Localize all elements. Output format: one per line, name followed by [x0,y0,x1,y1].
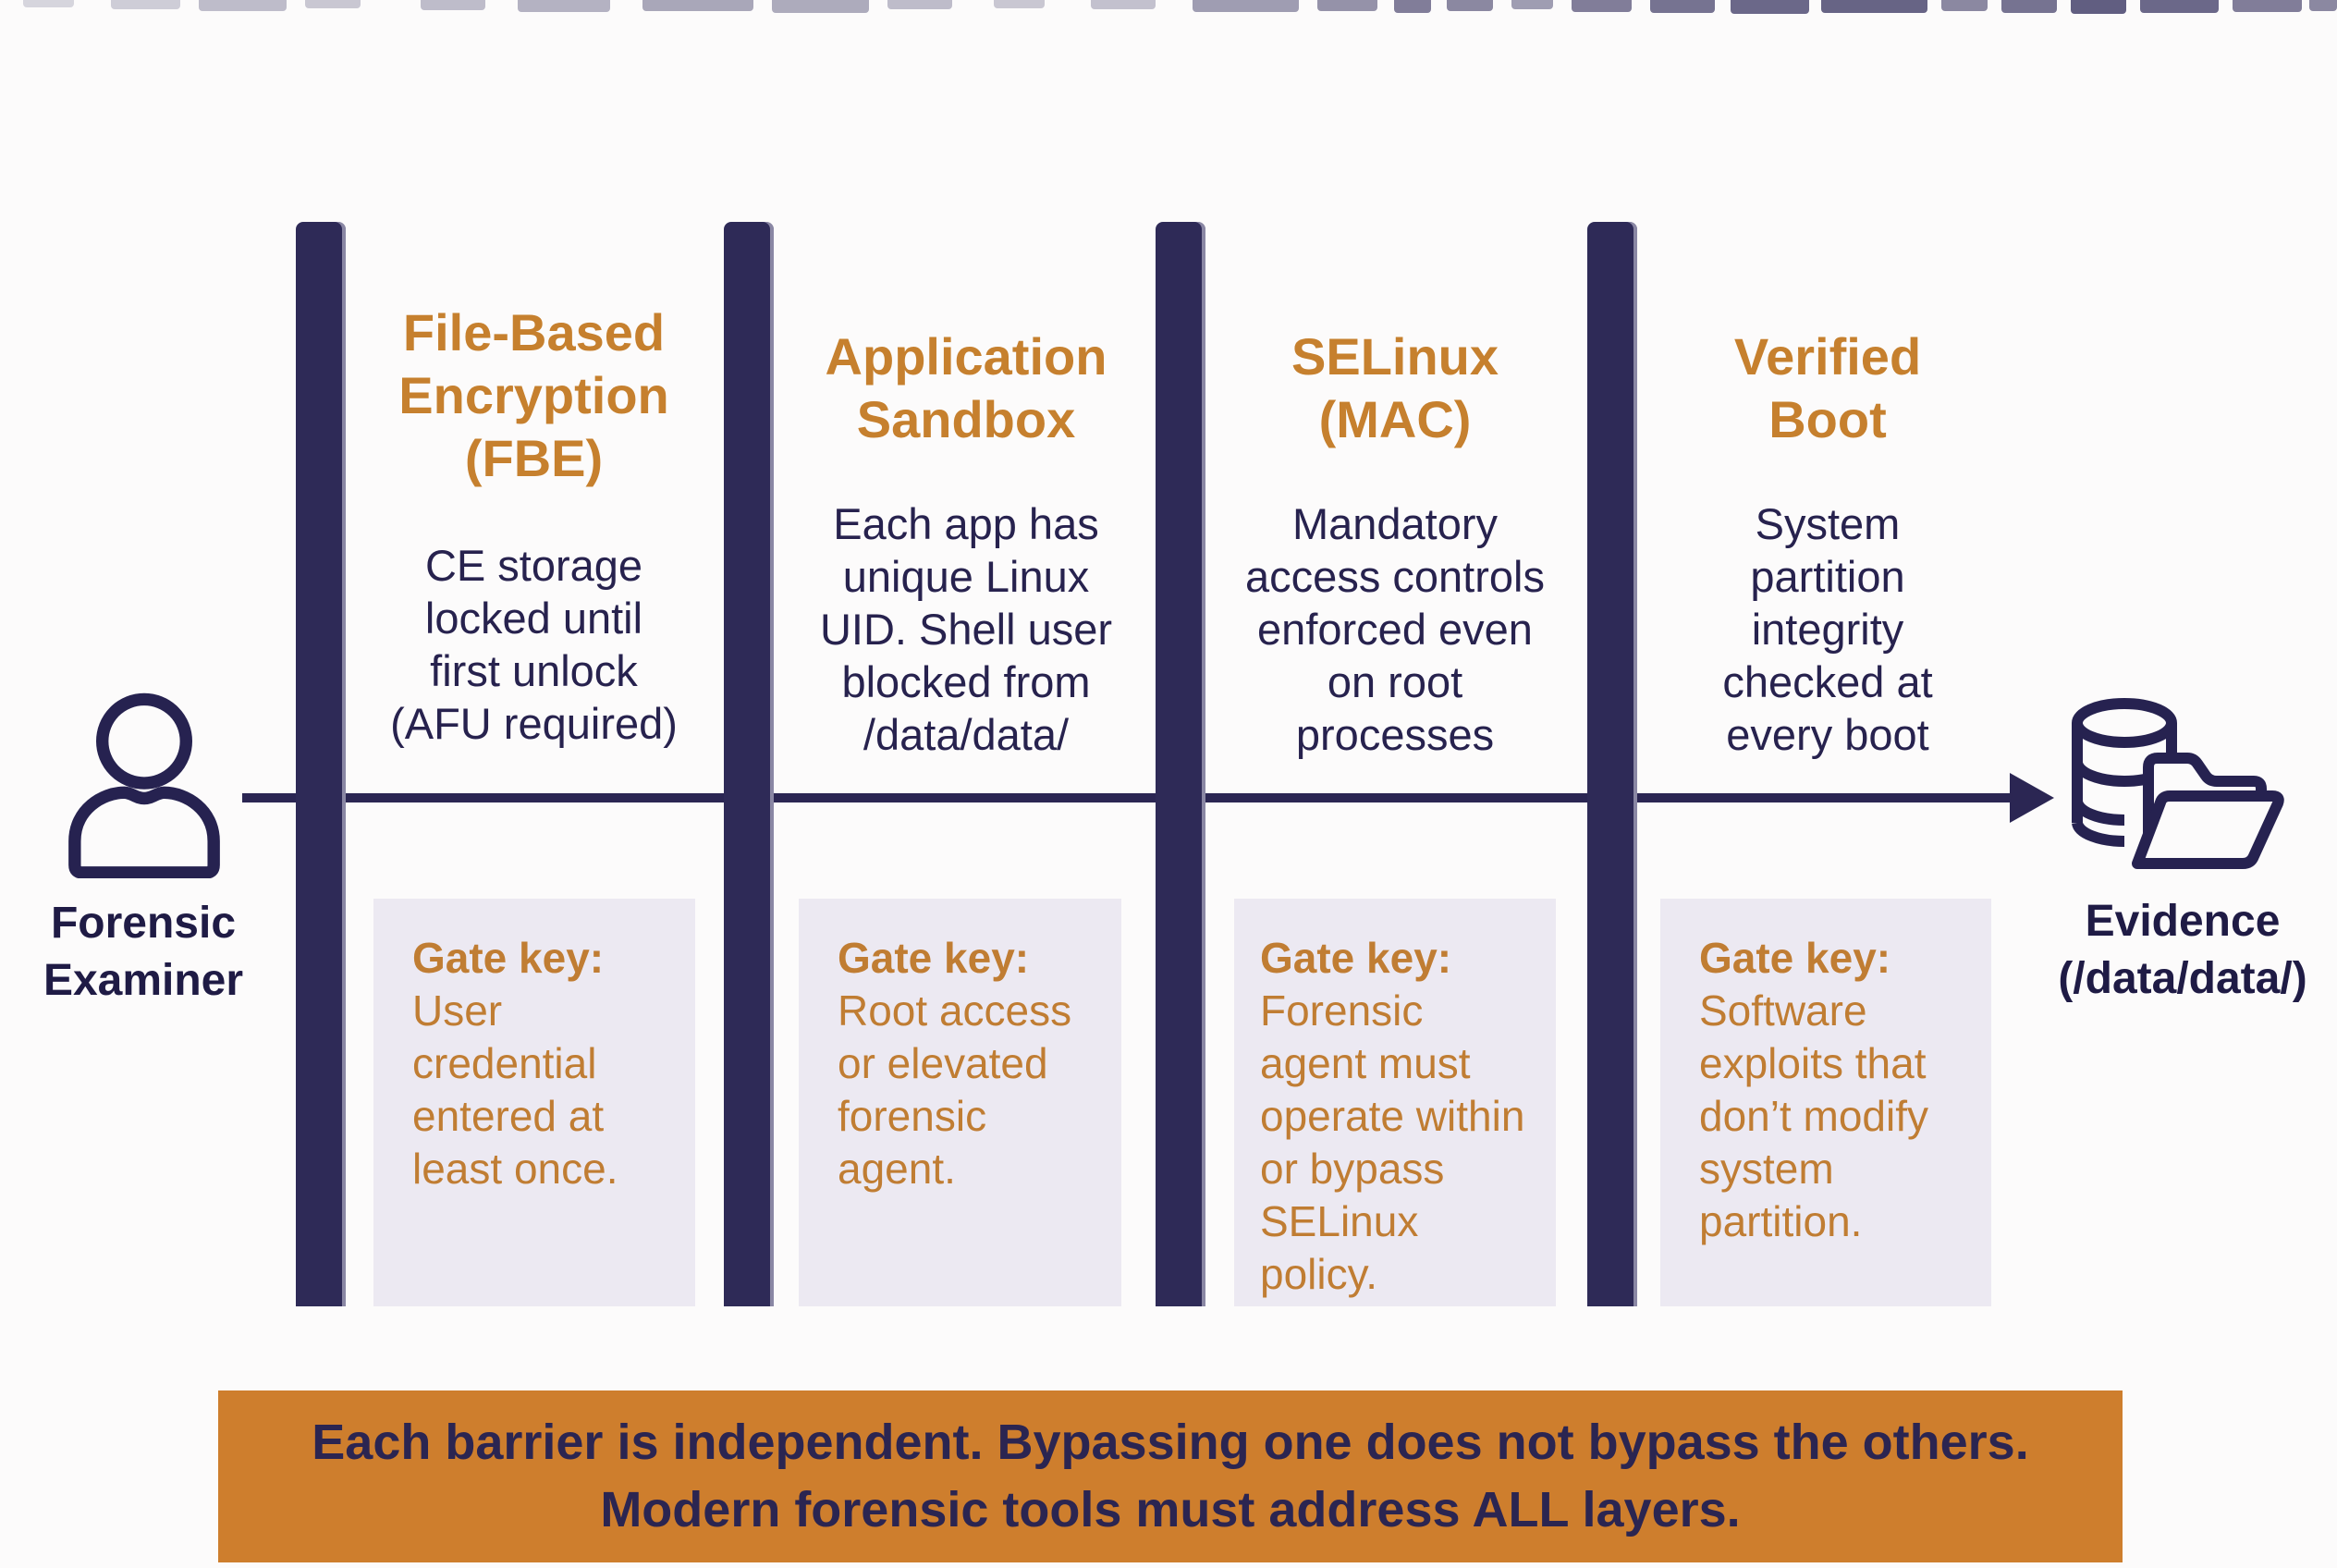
barrier-description-sandbox: Each app has unique Linux UID. Shell use… [776,497,1156,761]
title-line: Application [825,327,1107,386]
database-folder-icon [2065,695,2298,880]
barrier-description-fbe: CE storage locked until first unlock (AF… [345,539,723,750]
gate-key-line: partition. [1699,1197,1863,1245]
description-line: (AFU required) [390,699,678,748]
banner-line: Modern forensic tools must address ALL l… [600,1482,1741,1537]
title-line: Sandbox [856,390,1076,448]
description-line: enforced even [1257,605,1533,654]
barrier-bar-fbe [296,222,346,1306]
gate-key-label: Gate key: [1260,934,1452,982]
gate-key-line: or elevated [838,1039,1048,1087]
source-label: Forensic Examiner [0,895,287,1010]
barrier-title-fbe: File-Based Encryption (FBE) [345,301,723,490]
gate-key-label: Gate key: [1699,934,1891,982]
gate-key-line: or bypass [1260,1145,1445,1193]
gate-key-line: Forensic [1260,986,1424,1035]
flow-arrow-line [242,793,2012,802]
summary-banner: Each barrier is independent. Bypassing o… [218,1390,2123,1562]
gate-key-line: Software [1699,986,1867,1035]
gate-key-line: forensic [838,1092,987,1140]
gate-key-line: exploits that [1699,1039,1927,1087]
title-line: SELinux [1291,327,1499,386]
gate-key-box-selinux: Gate key: Forensic agent must operate wi… [1234,899,1556,1306]
description-line: Mandatory [1291,499,1499,548]
person-icon [54,686,235,879]
gate-key-line: Root access [838,986,1072,1035]
title-line: (FBE) [464,429,604,487]
target-label: Evidence (/data/data/) [2030,893,2335,1008]
description-line: /data/data/ [863,710,1070,759]
target-label-line: Evidence [2085,897,2281,946]
gate-key-line: agent. [838,1145,956,1193]
description-line: integrity [1751,605,1904,654]
description-line: processes [1295,710,1495,759]
barrier-title-verified-boot: Verified Boot [1638,325,2017,451]
gate-key-line: User [412,986,503,1035]
target-label-line: (/data/data/) [2058,954,2307,1003]
title-line: Boot [1768,390,1887,448]
description-line: unique Linux [842,552,1090,601]
description-line: System [1755,499,1901,548]
description-line: checked at [1722,657,1933,706]
flow-arrow-head-icon [2010,773,2054,823]
gate-key-line: SELinux [1260,1197,1419,1245]
barrier-title-sandbox: Application Sandbox [776,325,1156,451]
gate-key-line: system [1699,1145,1834,1193]
barrier-bar-selinux [1156,222,1205,1306]
description-line: CE storage [424,541,643,590]
gate-key-line: entered at [412,1092,605,1140]
gate-key-label: Gate key: [412,934,605,982]
barrier-description-verified-boot: System partition integrity checked at ev… [1638,497,2017,761]
barrier-bar-sandbox [724,222,774,1306]
title-line: Verified [1733,327,1922,386]
gate-key-label: Gate key: [838,934,1030,982]
gate-key-line: least once. [412,1145,618,1193]
description-line: first unlock [430,646,638,695]
title-line: (MAC) [1318,390,1472,448]
title-line: Encryption [398,366,669,424]
description-line: on root [1327,657,1463,706]
gate-key-line: policy. [1260,1250,1377,1298]
barrier-title-selinux: SELinux (MAC) [1204,325,1586,451]
gate-key-box-sandbox: Gate key: Root access or elevated forens… [799,899,1121,1306]
description-line: blocked from [841,657,1091,706]
source-label-line: Forensic [50,899,237,948]
description-line: every boot [1726,710,1929,759]
description-line: locked until [424,594,643,643]
description-line: Each app has [833,499,1099,548]
gate-key-line: operate within [1260,1092,1525,1140]
barrier-description-selinux: Mandatory access controls enforced even … [1204,497,1586,761]
banner-line: Each barrier is independent. Bypassing o… [312,1415,2029,1470]
gate-key-box-verified-boot: Gate key: Software exploits that don’t m… [1660,899,1991,1306]
gate-key-line: agent must [1260,1039,1471,1087]
description-line: UID. Shell user [819,605,1113,654]
description-line: access controls [1245,552,1545,601]
description-line: partition [1750,552,1905,601]
gate-key-line: don’t modify [1699,1092,1929,1140]
source-label-line: Examiner [43,956,244,1005]
title-line: File-Based [402,303,666,361]
gate-key-line: credential [412,1039,597,1087]
barrier-bar-verified-boot [1587,222,1637,1306]
gate-key-box-fbe: Gate key: User credential entered at lea… [373,899,695,1306]
